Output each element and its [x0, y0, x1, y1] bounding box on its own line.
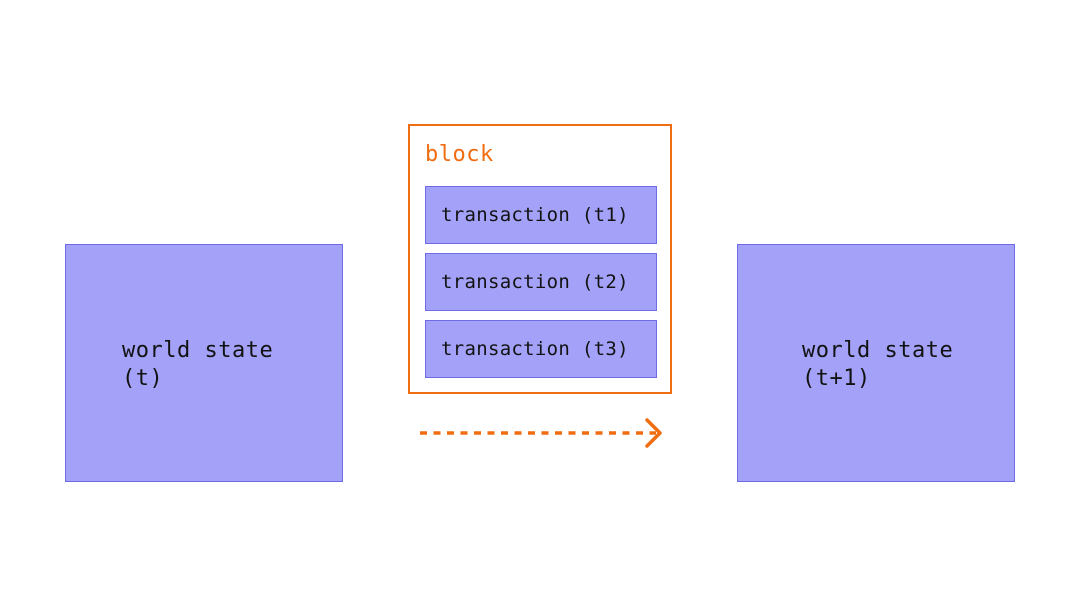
world-state-before-box: world state (t) [65, 244, 343, 482]
transaction-box-t3: transaction (t3) [425, 320, 657, 378]
world-state-after-time: (t+1) [802, 366, 871, 391]
transition-arrow-icon [420, 418, 662, 448]
world-state-before-title: world state [122, 338, 274, 363]
world-state-before-time: (t) [122, 366, 164, 391]
world-state-after-label: world state (t+1) [802, 337, 953, 393]
transaction-box-t2: transaction (t2) [425, 253, 657, 311]
block-container: block transaction (t1) transaction (t2) … [408, 124, 672, 394]
world-state-before-label: world state (t) [122, 337, 273, 393]
world-state-after-title: world state [802, 338, 954, 363]
transaction-box-t1: transaction (t1) [425, 186, 657, 244]
block-label: block [425, 142, 494, 167]
world-state-after-box: world state (t+1) [737, 244, 1015, 482]
transition-arrow-head [645, 418, 662, 448]
